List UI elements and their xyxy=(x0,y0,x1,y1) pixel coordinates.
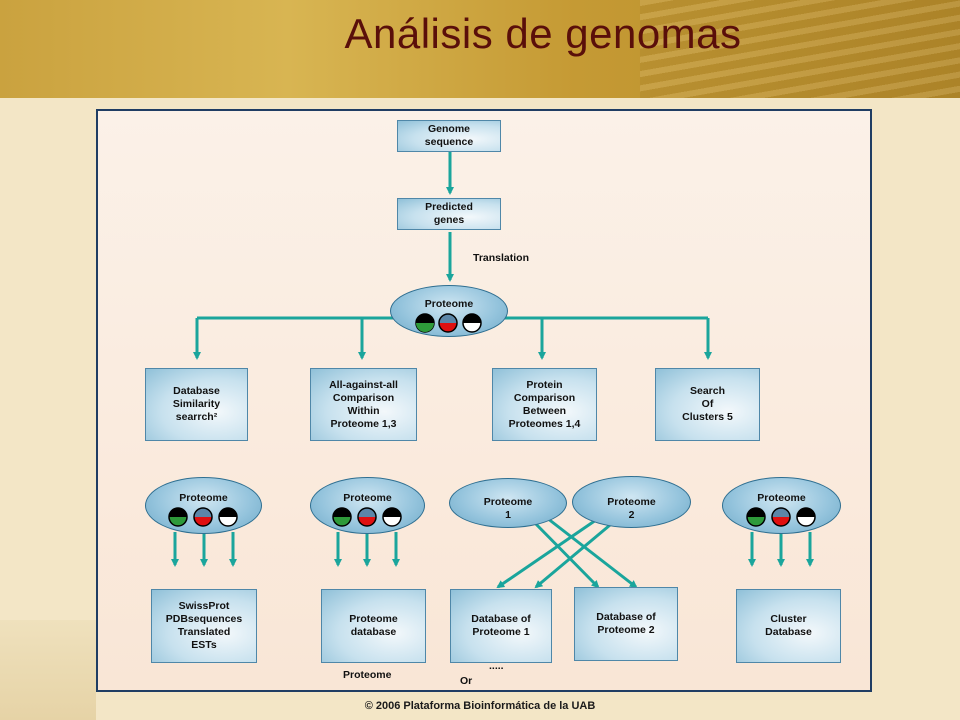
proteome-2-label: Proteome 2 xyxy=(607,496,656,521)
protein-circle-red xyxy=(358,508,376,517)
circle-group-e xyxy=(746,507,816,527)
protein-circle-red xyxy=(194,508,212,517)
db-similarity-box: Database Similarity searrch² xyxy=(145,368,248,441)
cross-3 xyxy=(496,518,597,589)
cluster-database-box: Cluster Database xyxy=(736,589,841,663)
translation-label: Translation xyxy=(473,252,530,264)
proteome-top-oval xyxy=(390,285,508,337)
ellipsis-label: ..... xyxy=(489,660,504,672)
cross-4 xyxy=(534,518,617,589)
background-decoration xyxy=(0,620,96,720)
protein-circle-red xyxy=(439,314,457,323)
cross-2 xyxy=(546,516,638,589)
swissprot-box: SwissProt PDBsequences Translated ESTs xyxy=(151,589,257,663)
genome-sequence-box: Genome sequence xyxy=(397,120,501,152)
circle-group-top xyxy=(415,313,482,333)
proteome-2-oval xyxy=(572,476,691,528)
protein-comparison-box: Protein Comparison Between Proteomes 1,4 xyxy=(492,368,597,441)
circle-group-a xyxy=(168,507,238,527)
proteome-top-label: Proteome xyxy=(424,298,474,310)
proteome-b-label: Proteome xyxy=(343,492,392,504)
or-label: Or xyxy=(460,675,473,687)
proteome-below-label: Proteome xyxy=(343,669,392,681)
protein-circle-green xyxy=(333,508,351,517)
proteome-database-box: Proteome database xyxy=(321,589,426,663)
all-against-all-box: All-against-all Comparison Within Proteo… xyxy=(310,368,417,441)
proteome-a-label: Proteome xyxy=(179,492,228,504)
footer-copyright: © 2006 Plataforma Bioinformática de la U… xyxy=(364,700,596,712)
cross-1 xyxy=(528,516,600,589)
protein-circle-red xyxy=(772,508,790,517)
header-decoration xyxy=(640,0,960,98)
proteome-e-label: Proteome xyxy=(757,492,806,504)
protein-circle-green xyxy=(747,508,765,517)
page-title: Análisis de genomas xyxy=(344,10,742,57)
db-proteome-2-box: Database of Proteome 2 xyxy=(574,587,678,661)
predicted-genes-box: Predicted genes xyxy=(397,198,501,230)
header-bar xyxy=(0,0,960,98)
proteome-1-label: Proteome 1 xyxy=(483,496,533,521)
circle-group-b xyxy=(332,507,402,527)
proteome-1-oval xyxy=(449,478,567,528)
search-clusters-box: Search Of Clusters 5 xyxy=(655,368,760,441)
protein-circle-green xyxy=(169,508,187,517)
db-proteome-1-box: Database of Proteome 1 xyxy=(450,589,552,663)
